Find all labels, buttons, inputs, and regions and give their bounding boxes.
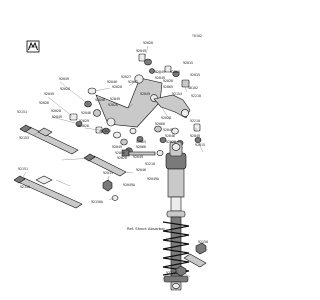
part-label: 92049: [59, 77, 69, 81]
lower-shock-bolt: [175, 242, 207, 277]
part-label: 92210: [191, 94, 201, 98]
part-label: 92210: [145, 162, 155, 166]
manufacturer-logo: [26, 40, 40, 53]
parts-diagram: T0102: [13, 34, 209, 291]
part-label: 461020: [99, 129, 111, 133]
leader-lines: [21, 45, 209, 278]
part-label: 46102: [188, 86, 198, 90]
part-label: 92015: [190, 73, 200, 77]
part-label: 461020: [77, 124, 89, 128]
part-label: 92049: [52, 115, 62, 119]
part-label: 92049: [136, 49, 146, 53]
part-label: 92028: [143, 41, 153, 45]
part-label: 92049A: [123, 183, 135, 187]
part-label: 92028: [117, 156, 127, 160]
nut-lower-left: [102, 179, 119, 201]
part-label: 92150: [20, 185, 30, 189]
part-label: 92049: [110, 97, 120, 101]
part-label: 92026: [39, 101, 49, 105]
part-label: 92210A: [166, 271, 178, 275]
part-label: 92151: [17, 110, 27, 114]
part-label: 92065: [163, 85, 173, 89]
part-label: 92028: [112, 85, 122, 89]
part-label: 92150: [198, 240, 208, 244]
short-bolt-middle: [83, 153, 127, 177]
part-label: 92049: [155, 70, 165, 74]
part-label: 92068: [170, 70, 180, 74]
part-label: 92154: [172, 92, 182, 96]
part-label: 92066: [136, 145, 146, 149]
part-label: 92046: [115, 151, 125, 155]
part-label: 92015: [183, 61, 193, 65]
upper-shock-bolt: [121, 149, 164, 157]
part-label: 92027: [121, 75, 131, 79]
tie-rod-part: [153, 94, 191, 119]
long-bolt-lower-left: [13, 175, 83, 209]
part-label: 92015: [103, 171, 113, 175]
part-label: 92029: [79, 119, 89, 123]
part-label: 92046: [95, 98, 105, 102]
part-label: 92049: [190, 134, 200, 138]
drawing-code: T0102: [192, 34, 202, 38]
part-label: 92028: [108, 103, 118, 107]
long-bolt-left: [19, 124, 79, 155]
part-label: 92028: [161, 116, 171, 120]
part-label: 92210: [190, 119, 200, 123]
part-label: 92001: [128, 80, 138, 84]
part-label: 92049: [112, 145, 122, 149]
rocker-arm-part: [95, 74, 163, 128]
part-label: 92049: [155, 76, 165, 80]
part-label: 92049: [133, 155, 143, 159]
part-label: 92046: [136, 168, 146, 172]
part-labels: 92028 92049 92015 92049 92068 92049 9202…: [17, 41, 208, 275]
exploded-view-svg: T0102: [13, 34, 209, 291]
part-label: 92049A: [147, 177, 159, 181]
part-label: 92015: [195, 143, 205, 147]
reference-note: Ref. Shock Absorber: [127, 226, 166, 231]
part-label: 92049: [163, 128, 173, 132]
part-label: 92046: [107, 80, 117, 84]
shock-absorber-part: [162, 141, 190, 291]
part-label: 92049: [44, 92, 54, 96]
part-label: 92049: [140, 92, 150, 96]
part-label: 92153: [19, 136, 29, 140]
collar-stack-middle: [102, 123, 202, 155]
part-label: 92028: [60, 87, 70, 91]
part-label: 92150A: [91, 200, 103, 204]
part-label: 92028: [166, 140, 176, 144]
part-label: 92066: [155, 122, 165, 126]
part-label: 92028: [51, 109, 61, 113]
part-label: 92065: [136, 140, 146, 144]
part-label: 92028: [163, 79, 173, 83]
part-label: 92151: [18, 167, 28, 171]
part-label: 92046: [81, 111, 91, 115]
part-label: 92046: [165, 134, 175, 138]
